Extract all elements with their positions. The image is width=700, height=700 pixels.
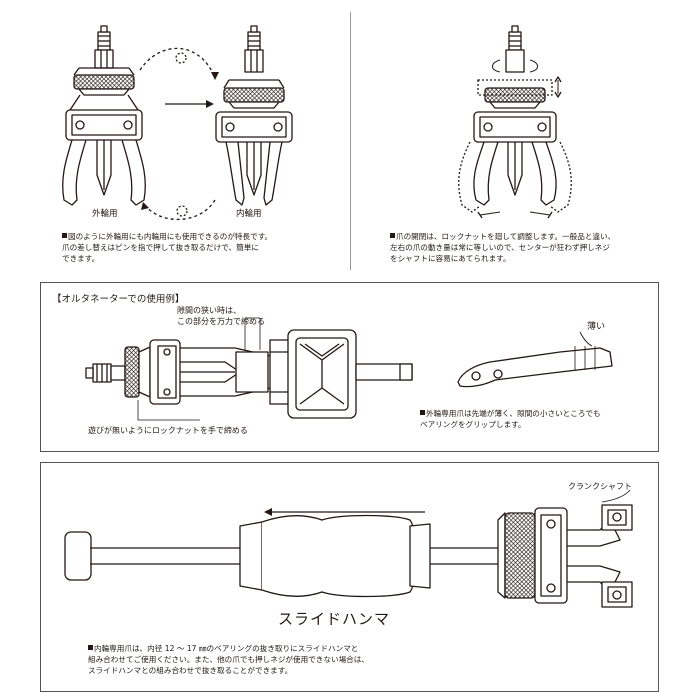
note-thin-jaw: 外輪専用爪は先端が薄く、隙間の小さいところでも ベアリングをグリップします。: [420, 408, 601, 430]
bullet-square-icon: [88, 645, 93, 650]
note-line: スライドハンマとの組み合わせで抜き取ることができます。: [88, 666, 293, 675]
label-inner-use: 内輪用: [236, 209, 262, 219]
thin-jaw-drawing: [457, 331, 613, 388]
inner-puller-drawing: [215, 25, 293, 206]
note-line: できます。: [62, 254, 100, 263]
callout-line: この部分を万力で締める: [177, 317, 265, 326]
note-line: 左右の爪の動き量は常に等しいので、センターが狂わず押しネジ: [390, 243, 610, 252]
note-line: 内輪専用爪は、内径 12 ～ 17 ㎜のベアリングの抜き取りにスライドハンマと: [88, 643, 369, 654]
note-top-right: 爪の開閉は、ロックナットを廻して調整します。一般品と違い、 左右の爪の動き量は常…: [390, 231, 615, 264]
note-line: 組み合わせてご使用ください。また、他の爪でも押しネジが使用できない場合は、: [88, 655, 369, 664]
label-outer-use: 外輪用: [92, 209, 118, 219]
adjust-puller-drawing: [458, 25, 572, 219]
thin-label: 薄い: [587, 322, 606, 332]
bullet-square-icon: [390, 233, 395, 238]
crankshaft-label: クランクシャフト: [568, 482, 632, 491]
bullet-square-icon: [420, 410, 425, 415]
swap-arrow-top: [139, 47, 216, 79]
slide-hammer-panel: [40, 462, 659, 692]
callout-lock-nut: 遊びが無いようにロックナットを手で締める: [88, 426, 248, 435]
note-line: 図のように外輪用にも内輪用にも使用できるのが特長です。: [62, 231, 272, 242]
note-line: 外輪専用爪は先端が薄く、隙間の小さいところでも: [420, 408, 601, 419]
slide-hammer-title: スライドハンマ: [278, 610, 391, 628]
note-line: ベアリングをグリップします。: [420, 420, 526, 429]
alternator-heading: 【オルタネーターでの使用例】: [52, 294, 185, 305]
note-top-left: 図のように外輪用にも内輪用にも使用できるのが特長です。 爪の差し替えはピンを指で…: [62, 231, 272, 264]
outer-puller-drawing: [62, 25, 146, 206]
callout-vise: 隙間の狭い時は、 この部分を万力で締める: [177, 305, 265, 327]
swap-arrow-bottom: [144, 199, 216, 221]
callout-line: 隙間の狭い時は、: [177, 306, 241, 315]
alternator-drawing: [85, 317, 413, 421]
note-slide-hammer: 内輪専用爪は、内径 12 ～ 17 ㎜のベアリングの抜き取りにスライドハンマと …: [88, 643, 369, 676]
slide-hammer-drawing: [64, 489, 633, 608]
note-line: 爪の差し替えはピンを指で押して抜き取るだけで、簡単に: [62, 243, 259, 252]
alternator-panel: [40, 282, 659, 452]
note-line: 爪の開閉は、ロックナットを廻して調整します。一般品と違い、: [390, 231, 615, 242]
top-divider: [350, 12, 351, 270]
note-line: をシャフトに容易にあてられます。: [390, 254, 511, 263]
bullet-square-icon: [62, 233, 67, 238]
